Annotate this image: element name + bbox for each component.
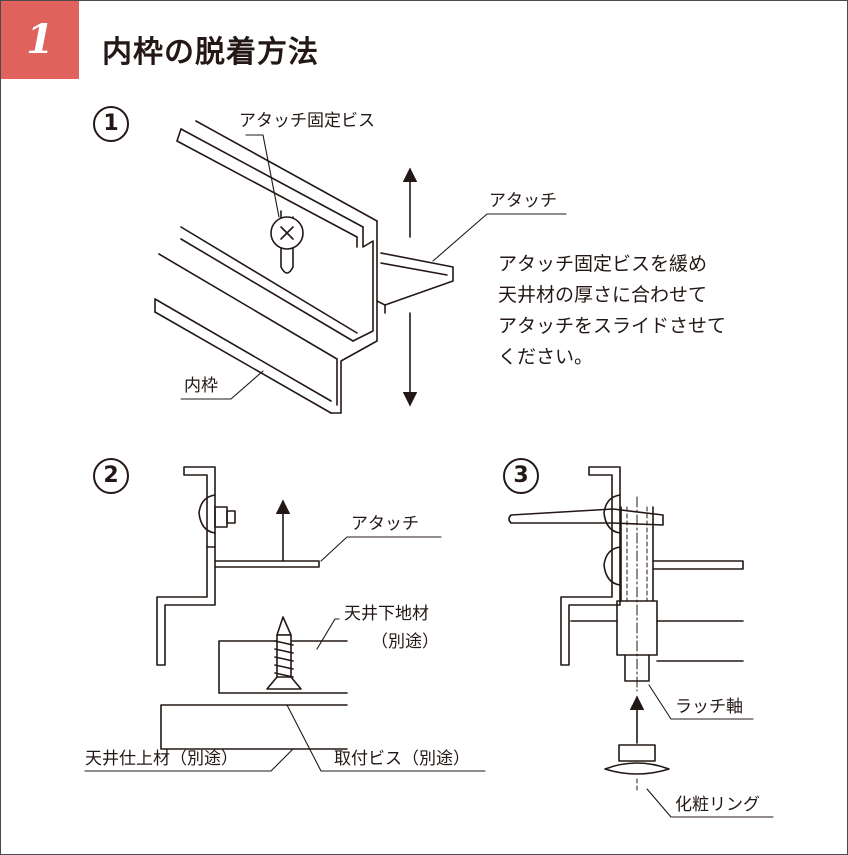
label-attach: アタッチ [489,191,557,211]
figure3-drawing [508,466,774,818]
instruction-line: アタッチをスライドさせて [498,315,727,337]
label-inner-frame: 内枠 [184,376,218,396]
instruction-line: 天井材の厚さに合わせて [498,284,708,306]
label-decorative-ring: 化粧リング [675,795,760,815]
instruction-text: アタッチ固定ビスを緩め 天井材の厚さに合わせて アタッチをスライドさせて くださ… [498,249,726,373]
step-number: 1 [26,16,54,63]
page-title: 内枠の脱着方法 [102,35,319,70]
figure1-number: 1 [93,106,129,142]
label-latch-shaft: ラッチ軸 [675,697,743,717]
figure2-number: 2 [93,458,129,494]
label-ceiling-base-note: （別途） [371,632,439,652]
instruction-line: ください。 [498,346,594,368]
figure3-number: 3 [503,458,539,494]
label-mount-screw: 取付ビス（別途） [334,749,470,769]
figure2-drawing [84,466,486,772]
label-attach-screw: アタッチ固定ビス [239,111,375,131]
instruction-line: アタッチ固定ビスを緩め [498,253,708,275]
label-ceiling-base: 天井下地材 [344,604,429,624]
step-badge: 1 [1,1,79,79]
label-attach-2: アタッチ [351,514,419,534]
label-ceiling-finish: 天井仕上材（別途） [85,749,238,769]
figure1-drawing [154,120,567,414]
